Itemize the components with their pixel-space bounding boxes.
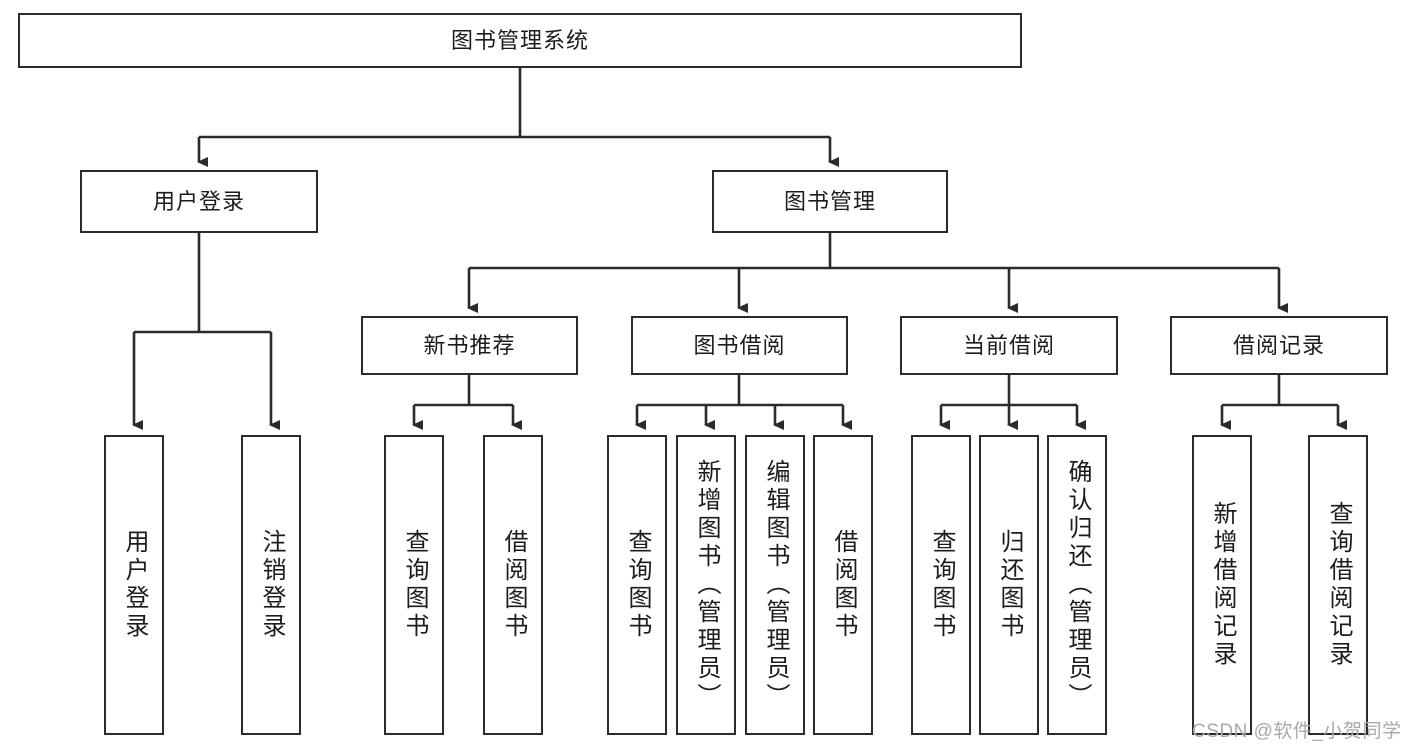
node-label: 归还图书	[996, 529, 1023, 641]
leaf-borrow-record-add[interactable]: 新增借阅记录	[1192, 435, 1252, 735]
node-label: 查询借阅记录	[1325, 501, 1352, 669]
node-label: 用户登录	[121, 529, 148, 641]
node-label: 图书借阅	[693, 332, 786, 358]
csdn-watermark: CSDN @软件_小贺同学	[1192, 721, 1402, 742]
leaf-current-borrow-return[interactable]: 归还图书	[979, 435, 1039, 735]
node-label: 新增图书（管理员）	[693, 459, 720, 711]
node-current-borrow[interactable]: 当前借阅	[900, 316, 1118, 375]
node-borrow-record[interactable]: 借阅记录	[1170, 316, 1388, 375]
leaf-borrow-record-query[interactable]: 查询借阅记录	[1308, 435, 1368, 735]
node-label: 查询图书	[928, 529, 955, 641]
node-label: 当前借阅	[962, 332, 1055, 358]
node-label: 用户登录	[152, 188, 245, 214]
node-label: 图书管理系统	[450, 27, 589, 53]
node-label: 查询图书	[624, 529, 651, 641]
leaf-new-book-query[interactable]: 查询图书	[384, 435, 444, 735]
leaf-user-login-login[interactable]: 用户登录	[104, 435, 164, 735]
node-new-book-recommend[interactable]: 新书推荐	[361, 316, 578, 375]
leaf-book-borrow-edit[interactable]: 编辑图书（管理员）	[745, 435, 805, 735]
node-user-login[interactable]: 用户登录	[80, 170, 318, 233]
node-root-system[interactable]: 图书管理系统	[18, 13, 1022, 68]
node-label: 图书管理	[783, 188, 876, 214]
node-label: 借阅记录	[1232, 332, 1325, 358]
node-book-management[interactable]: 图书管理	[712, 170, 948, 233]
node-label: 借阅图书	[500, 529, 527, 641]
node-book-borrow[interactable]: 图书借阅	[631, 316, 848, 375]
leaf-new-book-borrow[interactable]: 借阅图书	[483, 435, 543, 735]
leaf-current-borrow-confirm[interactable]: 确认归还（管理员）	[1047, 435, 1107, 735]
node-label: 新增借阅记录	[1209, 501, 1236, 669]
node-label: 确认归还（管理员）	[1064, 459, 1091, 711]
leaf-book-borrow-query[interactable]: 查询图书	[607, 435, 667, 735]
node-label: 注销登录	[258, 529, 285, 641]
node-label: 借阅图书	[830, 529, 857, 641]
leaf-book-borrow-add[interactable]: 新增图书（管理员）	[676, 435, 736, 735]
leaf-user-login-logout[interactable]: 注销登录	[241, 435, 301, 735]
node-label: 编辑图书（管理员）	[762, 459, 789, 711]
leaf-current-borrow-query[interactable]: 查询图书	[911, 435, 971, 735]
node-label: 新书推荐	[423, 332, 516, 358]
leaf-book-borrow-borrow[interactable]: 借阅图书	[813, 435, 873, 735]
node-label: 查询图书	[401, 529, 428, 641]
